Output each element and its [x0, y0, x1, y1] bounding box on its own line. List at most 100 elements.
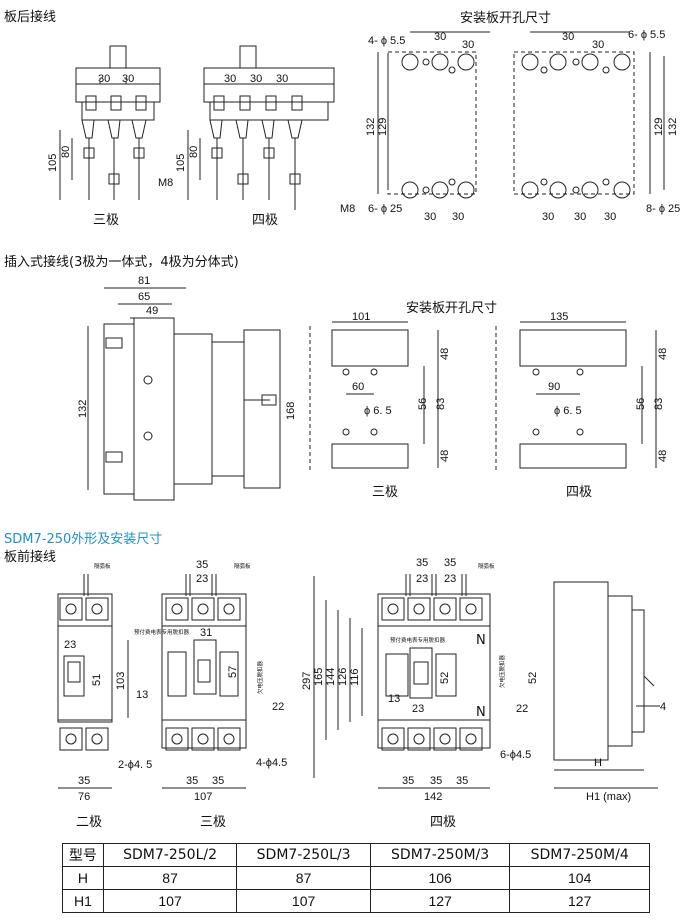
dim-80-a: 80 — [60, 146, 72, 158]
label-two-pole: 二极 — [76, 815, 102, 830]
dim-23-e: 23 — [412, 703, 424, 715]
dim-35-a: 35 — [78, 775, 90, 787]
dim-65: 65 — [138, 291, 150, 303]
dim-phi45-c: 6-ϕ4.5 — [500, 749, 531, 761]
dim-57: 57 — [227, 666, 239, 678]
dim-30-c: 30 — [224, 73, 236, 85]
dim-35-h: 35 — [430, 775, 442, 787]
front-4pole-drawing — [313, 574, 491, 789]
table-cell: 87 — [102, 866, 238, 890]
dim-30-a: 30 — [98, 73, 110, 85]
table-cell: 127 — [369, 889, 511, 913]
dim-135: 135 — [550, 311, 568, 323]
label-four-pole-plugin: 四极 — [566, 485, 592, 500]
label-four-pole-rear: 四极 — [252, 213, 278, 228]
table-row: H 87 87 106 104 — [62, 866, 650, 890]
dim-48-b: 48 — [439, 450, 451, 462]
label-four-pole-front: 四极 — [430, 815, 456, 830]
dim-22-a: 22 — [272, 701, 284, 713]
table-cell: 127 — [509, 889, 650, 913]
label-three-pole-rear: 三极 — [93, 213, 119, 228]
rear-wiring-title: 板后接线 — [4, 10, 57, 25]
dim-30-b: 30 — [122, 73, 134, 85]
dim-107: 107 — [194, 791, 212, 803]
dim-129-b: 129 — [653, 118, 665, 136]
dim-48-a: 48 — [439, 348, 451, 360]
plugin-wiring-title: 插入式接线(3极为一体式，4极为分体式) — [4, 255, 239, 270]
front-wiring-title: 板前接线 — [4, 550, 57, 565]
dim-23-d: 23 — [444, 573, 456, 585]
dim-48-d: 48 — [657, 450, 669, 462]
table-header-cell: SDM7-250M/3 — [369, 843, 511, 867]
table-cell: 107 — [236, 889, 371, 913]
outline-title: SDM7-250外形及安装尺寸 — [4, 532, 163, 547]
dim-23-a: 23 — [64, 639, 76, 651]
dim-30-g: 30 — [462, 39, 474, 51]
dim-35-f: 35 — [444, 557, 456, 569]
label-arc-barrier-2p: 隔弧板 — [94, 562, 111, 570]
dim-51: 51 — [91, 674, 103, 686]
dim-35-e: 35 — [416, 557, 428, 569]
side-view-drawing — [553, 581, 660, 789]
dim-52-b: 52 — [527, 672, 539, 684]
table-cell: 107 — [102, 889, 238, 913]
label-arc-barrier-3p: 隔弧板 — [234, 562, 251, 570]
plugin-cutout-3pole — [309, 321, 439, 472]
dim-phi65-a: ϕ 6. 5 — [364, 405, 392, 417]
dim-35-c: 35 — [186, 775, 198, 787]
dim-101: 101 — [352, 311, 370, 323]
dim-4: 4 — [660, 701, 666, 713]
dim-phi65-b: ϕ 6. 5 — [554, 405, 582, 417]
dim-13-b: 13 — [388, 693, 400, 705]
label-prepay-release-3p: 预付费电表专用脱扣器 — [134, 628, 190, 636]
dim-76: 76 — [78, 791, 90, 803]
dim-30-l: 30 — [542, 211, 554, 223]
dim-23-c: 23 — [416, 573, 428, 585]
label-neutral-bottom: N — [476, 705, 486, 720]
spec-table: 型号 SDM7-250L/2 SDM7-250L/3 SDM7-250M/3 S… — [62, 843, 650, 913]
dim-30-k: 30 — [592, 39, 604, 51]
dim-35-i: 35 — [456, 775, 468, 787]
table-header-cell: 型号 — [62, 843, 104, 867]
dim-m8-b: M8 — [340, 203, 355, 215]
dim-22-b: 22 — [516, 703, 528, 715]
table-header-cell: SDM7-250M/4 — [509, 843, 650, 867]
dim-23-b: 23 — [196, 573, 208, 585]
dim-48-c: 48 — [657, 348, 669, 360]
dim-30-f: 30 — [434, 31, 446, 43]
dim-103: 103 — [115, 672, 127, 690]
rear-4pole-drawing — [187, 45, 335, 210]
dim-35-d: 35 — [212, 775, 224, 787]
dim-31: 31 — [200, 627, 212, 639]
table-cell: H1 — [62, 889, 104, 913]
dim-116: 116 — [349, 668, 361, 686]
dim-35-g: 35 — [402, 775, 414, 787]
cutout-4pole-drawing — [513, 31, 665, 199]
table-cell: 104 — [509, 866, 650, 890]
dim-165: 165 — [313, 668, 325, 686]
dim-phi25-b: 8- ϕ 25 — [646, 203, 680, 215]
rear-3pole-drawing — [59, 45, 161, 200]
dim-m8-a: M8 — [158, 177, 173, 189]
dim-H1: H1 (max) — [586, 791, 631, 803]
dim-168: 168 — [285, 402, 297, 420]
dim-phi45-a: 2-ϕ4. 5 — [118, 759, 152, 771]
plugin-side-drawing — [87, 287, 281, 501]
dim-132-c: 132 — [77, 400, 89, 418]
dim-81: 81 — [138, 275, 150, 287]
label-mount-cutout-1: 安装板开孔尺寸 — [460, 11, 551, 26]
label-arc-barrier-4p: 隔弧板 — [478, 562, 495, 570]
label-three-pole-front: 三极 — [200, 815, 226, 830]
dim-83-b: 83 — [653, 398, 665, 410]
dim-105-b: 105 — [175, 154, 187, 172]
front-2pole-drawing — [57, 574, 113, 789]
dim-30-h: 30 — [424, 211, 436, 223]
dim-phi55-a: 4- ϕ 5.5 — [368, 35, 405, 47]
dim-30-i: 30 — [452, 211, 464, 223]
table-row: H1 107 107 127 127 — [62, 889, 650, 913]
dim-144: 144 — [325, 668, 337, 686]
table-header-row: 型号 SDM7-250L/2 SDM7-250L/3 SDM7-250M/3 S… — [62, 843, 650, 867]
dim-H: H — [594, 757, 602, 769]
dim-30-d: 30 — [250, 73, 262, 85]
